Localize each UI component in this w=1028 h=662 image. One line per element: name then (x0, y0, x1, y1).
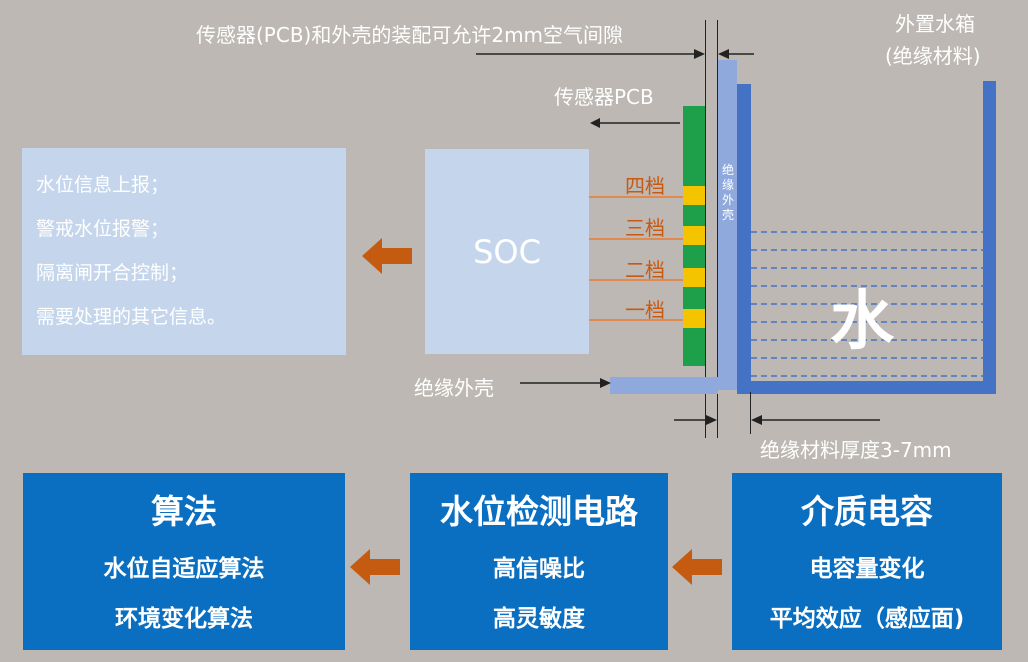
info-line-alarm: 警戒水位报警； (36, 218, 170, 240)
insulating-shell-label: 绝缘外壳 (414, 376, 494, 400)
tank-wall-right (983, 81, 996, 394)
arrow-left-icon (672, 549, 722, 585)
circuit-title: 水位检测电路 (440, 492, 638, 531)
water-area (751, 231, 983, 377)
insulating-shell-base (610, 377, 718, 394)
gear-line-1 (589, 319, 683, 321)
gear-segment-2 (683, 268, 705, 287)
circuit-line-snr: 高信噪比 (493, 556, 585, 582)
thickness-arrows (674, 415, 880, 425)
tank-wall-left (737, 84, 751, 394)
circuit-box: 水位检测电路 高信噪比 高灵敏度 (410, 473, 668, 650)
sensor-pcb-label: 传感器PCB (554, 85, 654, 109)
gear-segment-1 (683, 309, 705, 328)
info-line-other: 需要处理的其它信息。 (36, 306, 227, 328)
insulating-shell-wall (718, 60, 737, 390)
capacitance-box: 介质电容 电容量变化 平均效应（感应面) (732, 473, 1002, 650)
air-gap-arrow-right (476, 49, 705, 59)
soc-box: SOC (425, 149, 589, 354)
thickness-line (750, 392, 751, 434)
info-line-isolation: 隔离闸开合控制； (36, 262, 189, 284)
gear-segment-4 (683, 186, 705, 205)
gear-label-4: 四档 (625, 174, 665, 198)
algorithm-box: 算法 水位自适应算法 环境变化算法 (23, 473, 345, 650)
gear-line-4 (589, 196, 683, 198)
shell-pointer-arrow (520, 378, 611, 388)
pcb-pointer-arrow (590, 118, 680, 128)
arrow-left-icon (362, 238, 412, 274)
algorithm-title: 算法 (151, 492, 217, 531)
info-line-report: 水位信息上报； (36, 174, 170, 196)
soc-label: SOC (473, 232, 541, 271)
gear-label-2: 二档 (625, 258, 665, 282)
info-box: 水位信息上报； 警戒水位报警； 隔离闸开合控制； 需要处理的其它信息。 (22, 148, 346, 355)
gear-label-3: 三档 (625, 216, 665, 240)
gear-segment-3 (683, 226, 705, 245)
water-label: 水 (830, 285, 894, 359)
thickness-label: 绝缘材料厚度3-7mm (760, 438, 952, 462)
external-tank-material-label: (绝缘材料) (885, 44, 981, 68)
algorithm-line-environment: 环境变化算法 (115, 606, 253, 632)
air-gap-label: 传感器(PCB)和外壳的装配可允许2mm空气间隙 (196, 23, 624, 47)
insulating-shell-vertical-label: 绝缘外壳 (721, 163, 734, 222)
gap-line-right (717, 20, 718, 438)
capacitance-title: 介质电容 (801, 492, 933, 531)
gear-line-3 (589, 238, 683, 240)
capacitance-line-change: 电容量变化 (809, 556, 925, 582)
algorithm-line-adaptive: 水位自适应算法 (103, 556, 265, 582)
external-tank-label: 外置水箱 (895, 12, 975, 36)
circuit-line-sensitivity: 高灵敏度 (493, 606, 585, 632)
capacitance-line-average: 平均效应（感应面) (769, 606, 965, 632)
gear-label-1: 一档 (625, 298, 665, 322)
gear-line-2 (589, 279, 683, 281)
arrow-left-icon (350, 549, 400, 585)
air-gap-arrow-left (718, 49, 754, 59)
tank-base (737, 381, 996, 394)
gap-line-left (705, 20, 706, 438)
